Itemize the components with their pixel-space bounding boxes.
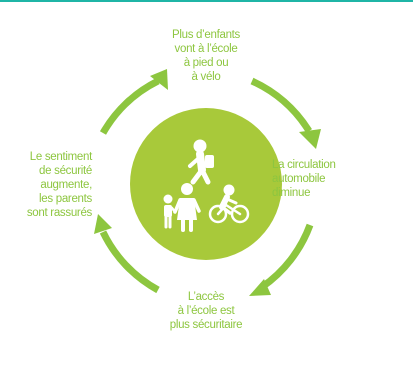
arrowhead-right [299,129,321,149]
cyclist-icon [208,184,250,224]
arrow-left-to-top [99,77,160,135]
arrowhead-bottom [249,279,271,296]
cycle-step-parents-reassured: Le sentiment de sécurité augmente, les p… [26,151,92,219]
center-circle [130,108,282,260]
cycle-step-school-access-safer: L’accès à l’école est plus sécuritaire [169,291,243,331]
cycle-step-more-kids-walk-bike: Plus d’enfants vont à l’école à pied ou … [171,29,241,83]
arrow-top-to-right [250,77,312,133]
family-walking-icon [163,183,201,232]
cycle-step-car-traffic-decreases: La circulation automobile diminue [272,159,336,199]
arrowhead-top [150,69,168,90]
arrow-bottom-to-left [99,230,160,294]
arrow-right-to-bottom [259,223,314,290]
top-rule [0,0,413,2]
arrowhead-left [94,214,112,234]
walking-student-icon [188,139,214,185]
